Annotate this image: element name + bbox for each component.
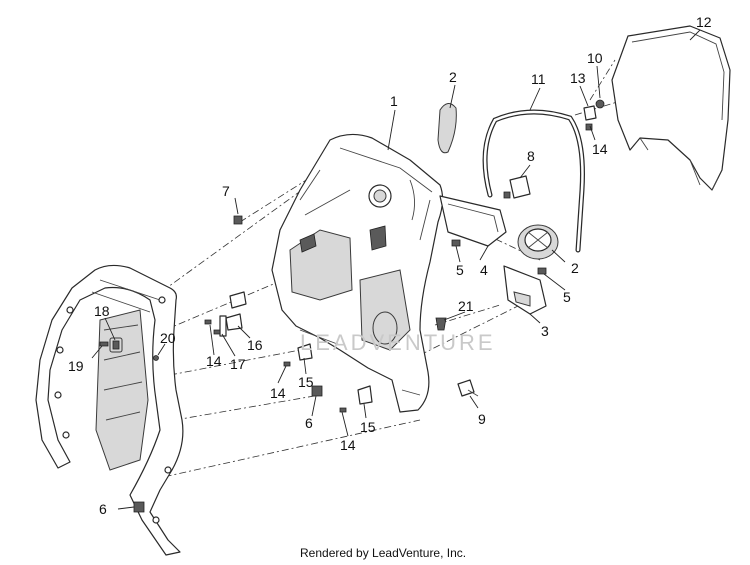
- callout-4: 4: [480, 262, 488, 278]
- callout-16: 16: [247, 337, 263, 353]
- part-8-connector: [503, 175, 531, 199]
- render-credit-caption: Rendered by LeadVenture, Inc.: [300, 546, 466, 560]
- callout-numbers: 1 2 11 12 10 13 14 8 7 2 4 5 5 21 3 9 18…: [68, 14, 712, 517]
- callout-6-a: 6: [305, 415, 313, 431]
- part-7-clip: [233, 215, 243, 225]
- callout-3: 3: [541, 323, 549, 339]
- part-21-push-clip: [435, 317, 447, 331]
- callout-14-b: 14: [206, 353, 222, 369]
- callout-18: 18: [94, 303, 110, 319]
- part-20-front-frame: [35, 264, 184, 556]
- callout-14-d: 14: [340, 437, 356, 453]
- callout-12: 12: [696, 14, 712, 30]
- callout-5-a: 5: [456, 262, 464, 278]
- callout-17: 17: [230, 356, 246, 372]
- callout-9: 9: [478, 411, 486, 427]
- part-15-brackets: [297, 343, 373, 405]
- callout-20: 20: [160, 330, 176, 346]
- part-12-top-panel: [611, 25, 731, 191]
- callout-10: 10: [587, 50, 603, 66]
- watermark-text: LEADVENTURE: [300, 330, 496, 355]
- part-5-screw-a: [451, 239, 461, 247]
- part-19-screw: [99, 341, 109, 347]
- part-9-bolt: [457, 379, 479, 397]
- callout-15-a: 15: [298, 374, 314, 390]
- part-13-clip: [583, 105, 597, 121]
- part-17-bracket: [219, 315, 227, 337]
- part-16-bracket: [225, 291, 247, 331]
- part-6-clips: [133, 385, 323, 513]
- part-2-round-cap: [517, 224, 559, 260]
- callout-14-top: 14: [592, 141, 608, 157]
- part-5-screw-b: [537, 267, 547, 275]
- part-4-lid: [439, 195, 507, 247]
- part-18-latch: [109, 337, 123, 353]
- callout-13: 13: [570, 70, 586, 86]
- part-14-screws: [204, 319, 347, 413]
- part-20-nut: [153, 355, 159, 361]
- part-3-cover-plate: [503, 265, 547, 315]
- leader-lines: [91, 29, 701, 510]
- part-10-fastener: [595, 99, 605, 109]
- callout-14-c: 14: [270, 385, 286, 401]
- callout-19: 19: [68, 358, 84, 374]
- callout-7: 7: [222, 183, 230, 199]
- callout-1: 1: [390, 93, 398, 109]
- callout-6-b: 6: [99, 501, 107, 517]
- callout-2-upper: 2: [449, 69, 457, 85]
- callout-8: 8: [527, 148, 535, 164]
- callout-15-b: 15: [360, 419, 376, 435]
- callout-5-b: 5: [563, 289, 571, 305]
- part-2-cover-upper: [437, 103, 457, 154]
- callout-2-lower: 2: [571, 260, 579, 276]
- callout-21: 21: [458, 298, 474, 314]
- callout-11: 11: [531, 71, 546, 87]
- part-1-back-shield: [271, 133, 444, 413]
